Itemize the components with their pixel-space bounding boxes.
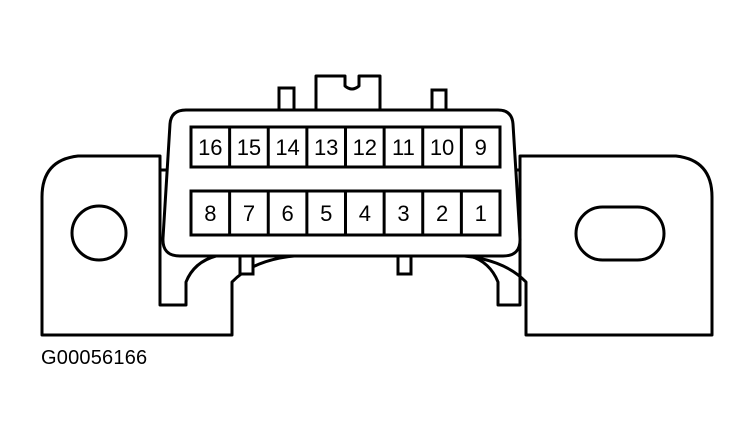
left-mounting-hole xyxy=(70,204,128,262)
pin-12-label: 12 xyxy=(353,135,377,160)
pin-9-label: 9 xyxy=(475,135,487,160)
top-left-peg xyxy=(277,86,296,112)
pin-11-label: 11 xyxy=(392,135,415,160)
pin-1-label: 1 xyxy=(475,201,487,226)
locking-tab xyxy=(314,74,382,112)
pin-15-label: 15 xyxy=(237,135,261,160)
top-right-peg xyxy=(430,88,448,112)
bracket-left-ledge xyxy=(158,170,217,307)
pin-5-label: 5 xyxy=(320,201,332,226)
pin-2-label: 2 xyxy=(436,201,448,226)
pin-8-label: 8 xyxy=(204,201,216,226)
pin-4-label: 4 xyxy=(359,201,371,226)
right-mounting-slot xyxy=(574,205,666,262)
figure-id-label: G00056166 xyxy=(41,347,148,369)
bracket-right-ledge xyxy=(469,170,522,307)
pin-16-label: 16 xyxy=(198,135,222,160)
pin-3-label: 3 xyxy=(397,201,409,226)
pin-grid: 16 15 14 13 12 11 10 9 8 7 6 5 4 3 2 1 xyxy=(189,125,502,237)
pin-10-label: 10 xyxy=(430,135,454,160)
pin-6-label: 6 xyxy=(281,201,293,226)
pin-14-label: 14 xyxy=(275,135,299,160)
pin-13-label: 13 xyxy=(314,135,338,160)
pin-7-label: 7 xyxy=(243,201,255,226)
